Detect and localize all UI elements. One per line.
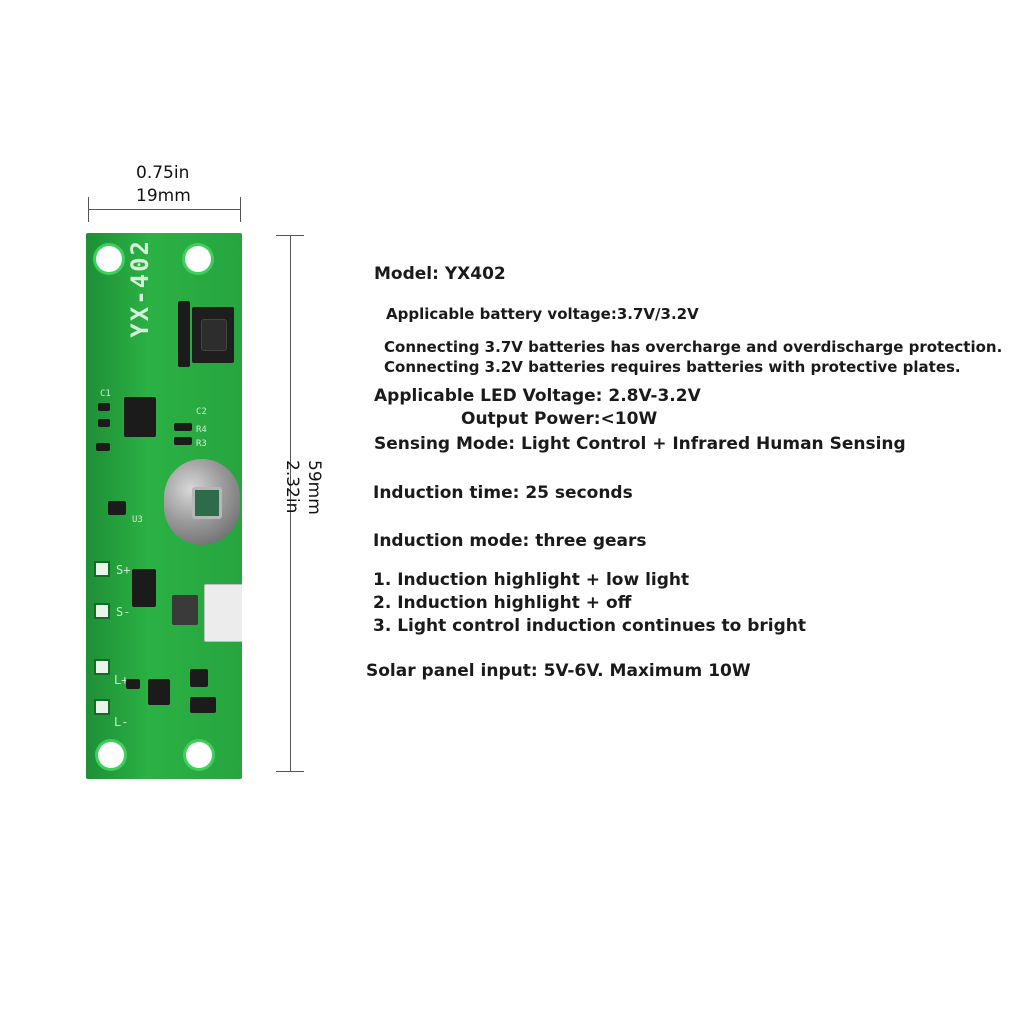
switch-base [178, 301, 190, 367]
board-name-silkscreen: YX-402 [126, 239, 154, 338]
pad-l-plus [94, 659, 110, 675]
smd-r4 [174, 423, 192, 431]
pad-s-plus [94, 561, 110, 577]
spec-led-voltage: Applicable LED Voltage: 2.8V-3.2V [374, 386, 701, 406]
pcb-board: YX-402 C1 C2 R4 R3 U3 S+ S- L+ L- [86, 233, 242, 779]
jst-connector [204, 584, 242, 642]
smd-c1 [98, 403, 110, 411]
transistor-u3 [108, 501, 126, 515]
pir-sensor [164, 459, 240, 545]
mounting-hole-bottom-left [98, 742, 124, 768]
spec-induction-mode: Induction mode: three gears [373, 531, 647, 551]
width-tick-left [88, 197, 89, 222]
height-mm-label: 59mm [304, 460, 324, 515]
spec-solar-input: Solar panel input: 5V-6V. Maximum 10W [366, 661, 751, 681]
silk-c1: C1 [100, 389, 111, 399]
pir-sensor-window [192, 487, 222, 519]
spec-mode-1: 1. Induction highlight + low light [373, 570, 690, 590]
silk-l-minus: L- [114, 715, 129, 729]
height-in-label: 2.32in [282, 460, 302, 514]
connector-pins [172, 595, 198, 625]
smd-c2 [98, 419, 110, 427]
pad-l-minus [94, 699, 110, 715]
pad-s-minus [94, 603, 110, 619]
silk-r4: R4 [196, 425, 207, 435]
spec-note-32: Connecting 3.2V batteries requires batte… [384, 358, 961, 376]
silk-s-minus: S- [116, 605, 131, 619]
tactile-switch [192, 307, 234, 363]
silk-s-plus: S+ [116, 563, 131, 577]
mounting-hole-top-right [185, 246, 211, 272]
silk-u3: U3 [132, 515, 143, 525]
height-tick-bottom [276, 771, 304, 772]
spec-induction-time: Induction time: 25 seconds [373, 483, 633, 503]
ic-chip [124, 397, 156, 437]
smd-cap-a [96, 443, 110, 451]
width-mm-label: 19mm [136, 186, 191, 206]
mounting-hole-top-left [96, 246, 122, 272]
spec-note-37: Connecting 3.7V batteries has overcharge… [384, 338, 1003, 356]
spec-mode-3: 3. Light control induction continues to … [373, 616, 806, 636]
transistor-low-a [148, 679, 170, 705]
transistor-low-b [190, 669, 208, 687]
transistor-low-c [190, 697, 216, 713]
spec-output-power: Output Power:<10W [461, 409, 658, 429]
silk-l-plus: L+ [114, 673, 129, 687]
smd-r3 [174, 437, 192, 445]
smd-resistor-low [126, 679, 140, 689]
width-tick-right [240, 197, 241, 222]
silk-c2: C2 [196, 407, 207, 417]
spec-battery-voltage: Applicable battery voltage:3.7V/3.2V [386, 305, 699, 323]
height-dimension-line [290, 235, 291, 772]
width-in-label: 0.75in [136, 163, 190, 183]
mosfet-top [132, 569, 156, 607]
spec-sensing-mode: Sensing Mode: Light Control + Infrared H… [374, 434, 906, 454]
width-dimension-line [88, 209, 241, 210]
height-tick-top [276, 235, 304, 236]
spec-mode-2: 2. Induction highlight + off [373, 593, 632, 613]
mounting-hole-bottom-right [186, 742, 212, 768]
silk-r3: R3 [196, 439, 207, 449]
switch-cap [201, 319, 227, 351]
spec-model: Model: YX402 [374, 264, 506, 284]
